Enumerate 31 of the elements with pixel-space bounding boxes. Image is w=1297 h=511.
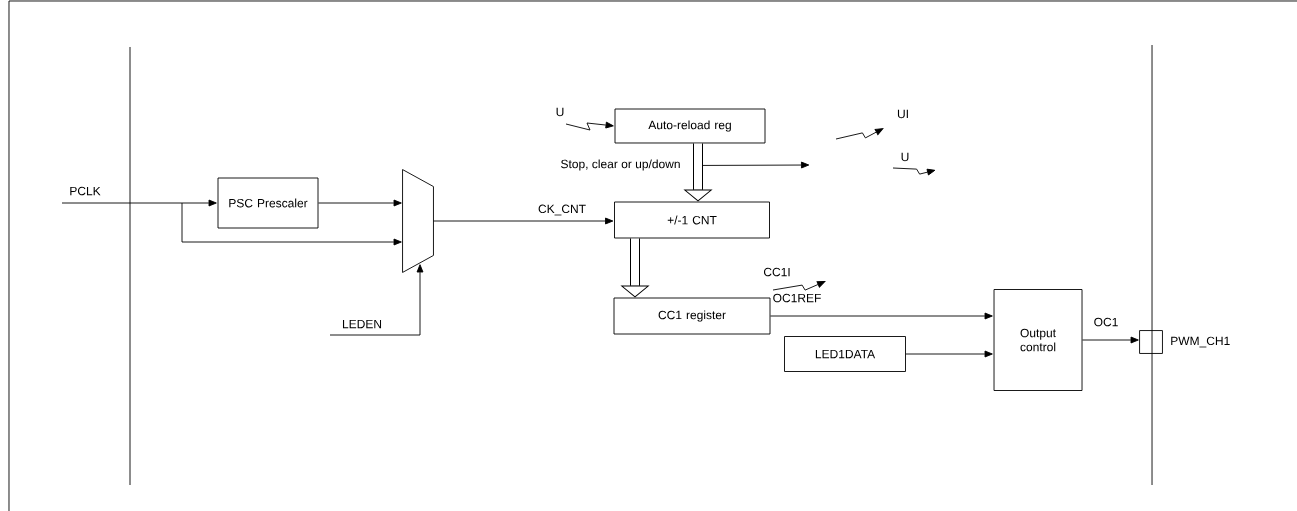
signal-label: UI	[897, 109, 908, 119]
pin-box	[1139, 330, 1163, 354]
edge-label: OC1REF	[771, 292, 823, 304]
arrow	[905, 350, 993, 358]
note-text: Stop, clear or up/down	[561, 159, 680, 171]
arrow	[565, 121, 614, 131]
signal-label: CC1I	[763, 267, 790, 277]
signal-label: U	[901, 152, 909, 162]
arrow	[1082, 336, 1139, 344]
multiplexer	[402, 169, 434, 273]
block-box: +/-1 CNT	[614, 201, 770, 239]
arrow	[181, 202, 402, 246]
edge-label: OC1	[1092, 316, 1120, 328]
edge-label: LEDEN	[341, 318, 383, 330]
edge-label: CK_CNT	[537, 203, 587, 217]
hollow-arrow	[684, 143, 712, 202]
arrow	[702, 161, 810, 169]
arrow	[770, 312, 993, 320]
block-box: LED1DATA	[784, 336, 906, 372]
hollow-arrow	[621, 238, 649, 298]
arrow	[318, 199, 402, 207]
edge-label: PCLK	[68, 185, 102, 197]
arrow	[329, 264, 424, 336]
block-box: Auto-reload reg	[614, 108, 766, 144]
block-box: CC1 register	[613, 297, 771, 335]
pin-label: PWM_CH1	[1171, 336, 1230, 348]
arrow	[61, 199, 217, 207]
block-box: PSC Prescaler	[217, 177, 319, 229]
edge-label: U	[554, 106, 566, 118]
block-box: Output control	[993, 289, 1083, 391]
arrow	[433, 217, 614, 225]
